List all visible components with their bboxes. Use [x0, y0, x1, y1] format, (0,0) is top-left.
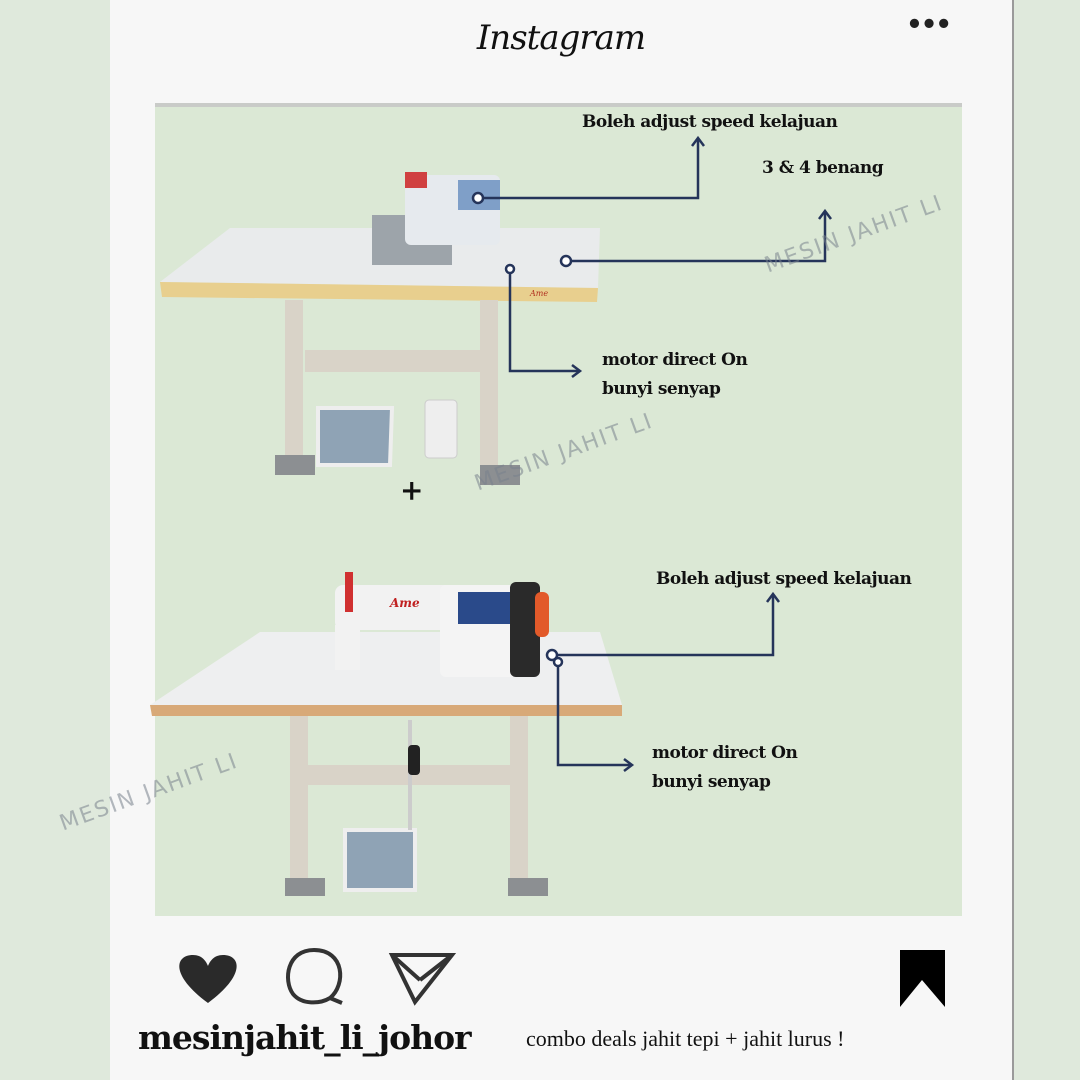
- annotation-motor-top-line1: motor direct On: [602, 350, 748, 370]
- annotation-speed-top: Boleh adjust speed kelajuan: [582, 112, 838, 132]
- annotation-motor-bottom-line1: motor direct On: [652, 743, 798, 763]
- annotation-lines: [471, 135, 832, 772]
- annotation-threads: 3 & 4 benang: [762, 158, 884, 178]
- annotation-motor-top-line2: bunyi senyap: [602, 379, 721, 399]
- bookmark-icon[interactable]: [900, 950, 945, 1007]
- username[interactable]: mesinjahit_li_johor: [138, 1018, 472, 1057]
- brand-label-top: Ame: [529, 289, 548, 298]
- more-horizontal-icon[interactable]: •••: [906, 10, 952, 40]
- overlock-machine-table: Ame: [160, 172, 600, 485]
- app-title: Instagram: [476, 18, 646, 58]
- annotation-motor-bottom-line2: bunyi senyap: [652, 772, 771, 792]
- comment-icon[interactable]: [286, 947, 343, 1005]
- heart-icon[interactable]: [179, 955, 237, 1003]
- send-icon[interactable]: [388, 953, 457, 1006]
- plus-sign: +: [400, 474, 423, 507]
- brand-label-machine: Ame: [389, 596, 420, 610]
- lockstitch-machine-table: Ame: [150, 572, 622, 896]
- caption-text: combo deals jahit tepi + jahit lurus !: [526, 1026, 845, 1051]
- annotation-motor-top: motor direct On bunyi senyap: [602, 346, 748, 404]
- annotation-speed-bottom: Boleh adjust speed kelajuan: [656, 569, 912, 589]
- annotation-motor-bottom: motor direct On bunyi senyap: [652, 739, 798, 797]
